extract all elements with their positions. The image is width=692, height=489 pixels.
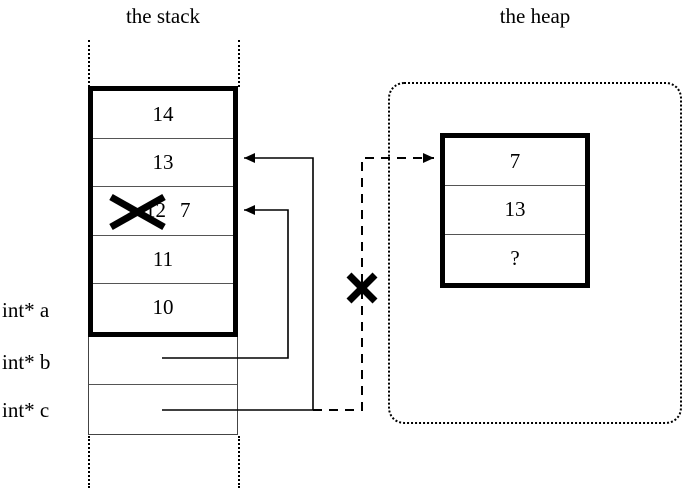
stack-frame: 14 13 12 11 10	[88, 86, 238, 337]
x-cross-mark	[346, 272, 378, 304]
variable-label-b: int* b	[2, 350, 51, 374]
stack-pointer-cells	[88, 337, 238, 435]
stack-guide-left-top	[88, 40, 90, 87]
heap-cell-value: 7	[509, 149, 521, 174]
stack-cell-value: 14	[152, 102, 174, 127]
stack-guide-left-bottom	[88, 436, 90, 488]
stack-pointer-cell-c	[89, 385, 237, 432]
stack-cell: 11	[93, 236, 233, 284]
stack-pointer-cell-b	[89, 337, 237, 385]
stack-title: the stack	[125, 4, 201, 28]
stack-cell-value: 10	[152, 295, 174, 320]
stack-cell: 14	[93, 91, 233, 140]
heap-cell-value: 13	[504, 197, 526, 222]
stack-cell: 10	[93, 284, 233, 332]
stack-cell-new-value: 7	[180, 198, 191, 222]
stack-cell-old-value: 12	[145, 198, 166, 223]
heap-cell: 13	[445, 186, 585, 235]
stack-guide-right-bottom	[238, 436, 240, 488]
stack-cell: 13	[93, 139, 233, 188]
variable-label-a: int* a	[2, 298, 50, 322]
heap-cell-value: ?	[510, 246, 520, 271]
heap-cell: 7	[445, 138, 585, 187]
stack-cell-value: 11	[152, 246, 174, 271]
heap-cell: ?	[445, 235, 585, 283]
variable-label-c: int* c	[2, 398, 50, 422]
stack-cell-value: 13	[152, 150, 174, 175]
stack-guide-right-top	[238, 40, 240, 87]
heap-block: 7 13 ?	[440, 133, 590, 288]
heap-title: the heap	[499, 4, 571, 28]
stack-cell-overwritten: 12	[93, 187, 233, 236]
